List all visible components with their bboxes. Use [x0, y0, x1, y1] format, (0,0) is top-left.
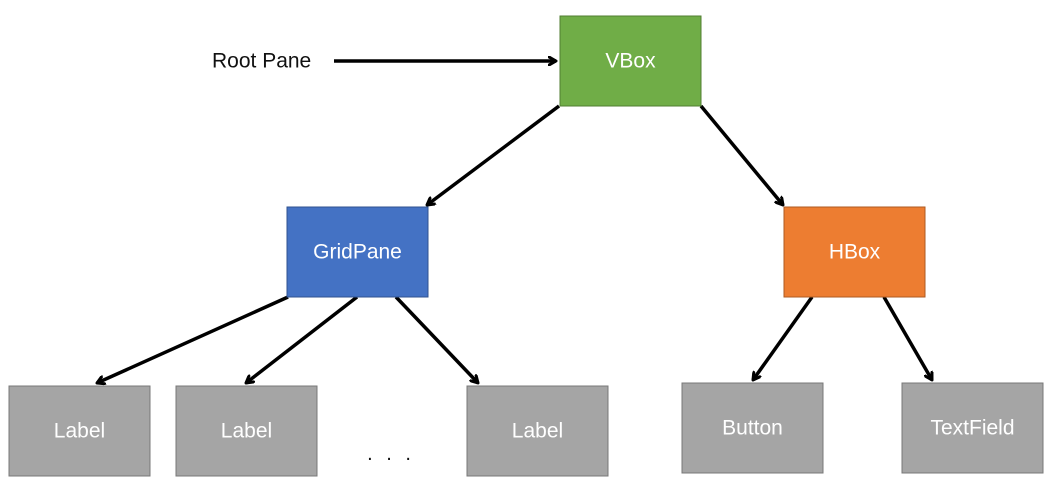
node-gridpane: GridPane	[286, 206, 429, 298]
edge-gridpane-to-label-2	[246, 295, 359, 383]
node-hbox: HBox	[783, 206, 926, 298]
node-label-2-text: Label	[221, 420, 272, 443]
node-label-1-text: Label	[54, 420, 105, 443]
node-textfield-text: TextField	[930, 417, 1014, 440]
edge-gridpane-to-label-3	[394, 295, 478, 383]
node-textfield: TextField	[901, 382, 1044, 474]
node-hbox-label: HBox	[829, 241, 881, 264]
edge-vbox-to-hbox	[699, 104, 783, 205]
node-label-3: Label	[466, 385, 609, 477]
edge-hbox-to-textfield	[882, 296, 934, 380]
node-vbox-label: VBox	[605, 50, 656, 73]
root-pane-label: Root Pane	[212, 50, 311, 73]
ellipsis-more-labels: . . .	[367, 443, 415, 465]
node-gridpane-label: GridPane	[313, 241, 402, 264]
edge-hbox-to-button	[753, 295, 814, 380]
node-button-text: Button	[722, 417, 783, 440]
node-label-1: Label	[8, 385, 151, 477]
node-label-3-text: Label	[512, 420, 563, 443]
node-vbox: VBox	[559, 15, 702, 107]
node-button: Button	[681, 382, 824, 474]
edge-vbox-to-gridpane	[427, 104, 561, 205]
edge-gridpane-to-label-1	[97, 295, 289, 383]
node-label-2: Label	[175, 385, 318, 477]
